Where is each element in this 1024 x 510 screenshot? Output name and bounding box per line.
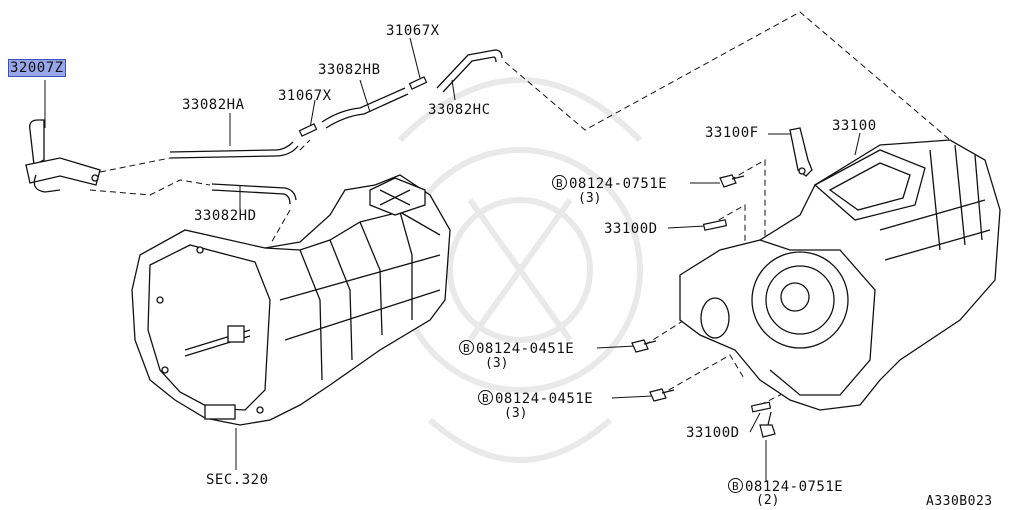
leader-lines [44, 37, 861, 482]
diagram-code: A330B023 [926, 494, 993, 509]
section-reference-320[interactable]: SEC.320 [206, 472, 269, 488]
bolt-symbol-icon: B [459, 340, 474, 355]
bolt-symbol-icon: B [728, 478, 743, 493]
part-32007z-clamp [25, 119, 101, 193]
part-label-31067x-left[interactable]: 31067X [278, 88, 332, 104]
bolt-symbol-icon: B [552, 175, 567, 190]
part-label-33082hd[interactable]: 33082HD [194, 208, 257, 224]
part-label-33100d-upper[interactable]: 33100D [604, 221, 658, 237]
part-label-33082hb[interactable]: 33082HB [318, 62, 381, 78]
watermark-emblem [397, 77, 643, 463]
quantity-bolt-0751e-top: (3) [578, 191, 602, 206]
part-label-33082hc[interactable]: 33082HC [428, 102, 491, 118]
hose-33082hc [436, 49, 503, 93]
part-label-33100d-lower[interactable]: 33100D [686, 425, 740, 441]
part-label-31067x-right[interactable]: 31067X [386, 23, 440, 39]
bracket-33100f [789, 127, 813, 177]
quantity-bolt-0451e-upper: (3) [485, 356, 509, 371]
part-number-text: 08124-0451E [495, 391, 594, 407]
fasteners [631, 174, 776, 438]
connectors-31067x [298, 76, 428, 137]
part-label-32007z-highlight: 32007Z [8, 59, 66, 77]
hose-33082hd [211, 183, 297, 205]
bolt-symbol-icon: B [478, 390, 493, 405]
quantity-bolt-0751e-bottom: (2) [756, 493, 780, 508]
transfer-case-33100 [679, 139, 1001, 411]
transmission-main [131, 174, 451, 426]
part-label-33100f[interactable]: 33100F [705, 125, 759, 141]
hose-33082ha [169, 141, 299, 159]
part-number-text: 08124-0751E [745, 479, 844, 495]
part-label-32007z[interactable]: 32007Z [8, 59, 66, 77]
part-label-33100[interactable]: 33100 [832, 118, 877, 134]
hose-33082hb [321, 87, 409, 129]
part-number-text: 08124-0751E [569, 176, 668, 192]
part-label-33082ha[interactable]: 33082HA [182, 97, 245, 113]
quantity-bolt-0451e-lower: (3) [504, 406, 528, 421]
part-number-text: 08124-0451E [476, 341, 575, 357]
